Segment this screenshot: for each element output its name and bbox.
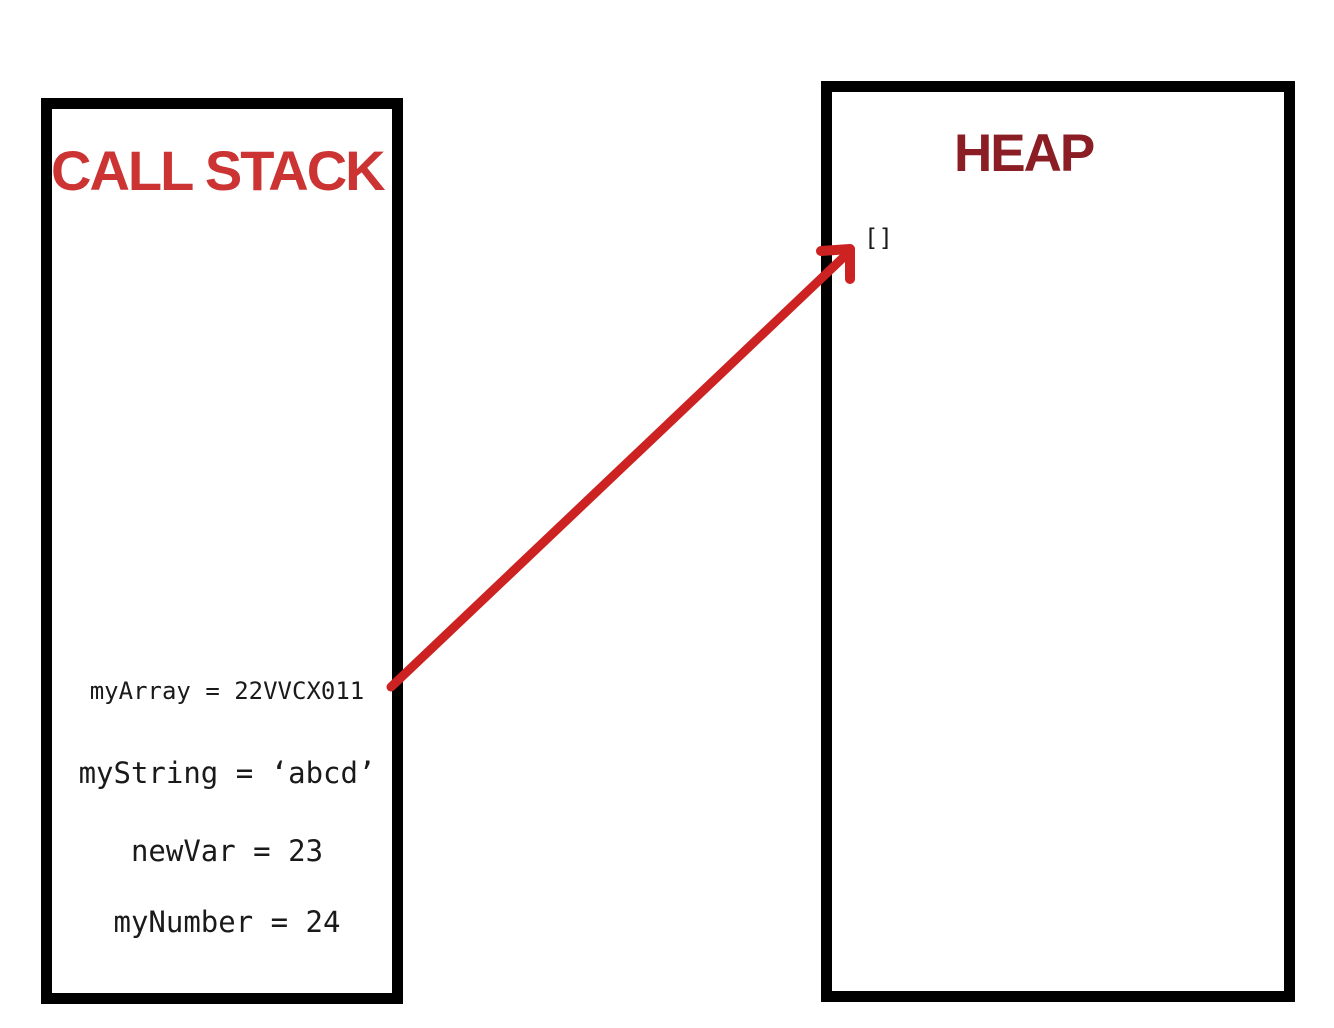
heap-box (821, 81, 1295, 1002)
call-stack-box (41, 98, 403, 1004)
stack-entry-mystring: myString = ‘abcd’ (78, 756, 376, 790)
call-stack-title: CALL STACK (51, 139, 386, 202)
stack-entry-myarray: myArray = 22VVCX011 (89, 677, 365, 705)
stack-entry-mynumber: myNumber = 24 (113, 905, 341, 939)
reference-arrow-shaft (386, 248, 853, 692)
heap-array-object: [] (864, 224, 893, 252)
heap-title: HEAP (954, 124, 1095, 183)
stack-entry-newvar: newVar = 23 (130, 834, 324, 868)
